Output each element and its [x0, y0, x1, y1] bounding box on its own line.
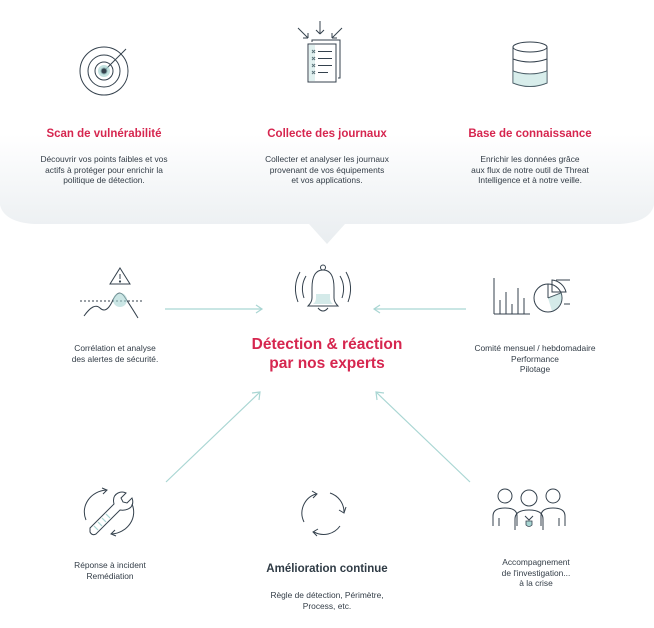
service-desc-scan: Découvrir vos points faibles et vos acti…: [40, 154, 168, 186]
alarm-bell-icon: [294, 264, 352, 320]
charts-icon: [492, 276, 572, 318]
cycle-arrows-icon: [296, 488, 350, 538]
bottom-center-title: Amélioration continue: [266, 563, 388, 575]
left-mid-desc: Corrélation et analyse des alertes de sé…: [71, 343, 159, 364]
service-title-collecte: Collecte des journaux: [267, 128, 387, 140]
team-icon: [492, 486, 566, 530]
service-title-scan: Scan de vulnérabilité: [46, 128, 162, 140]
center-title: Détection & réaction par nos experts: [251, 336, 403, 372]
alert-correlation-icon: [80, 266, 142, 322]
top-background-band: [0, 0, 654, 244]
wrench-cycle-icon: [76, 486, 142, 538]
database-icon: [510, 40, 550, 90]
radar-icon: [74, 40, 134, 100]
bottom-right-desc: Accompagnement de l'investigation... à l…: [501, 557, 571, 589]
arrow-bottom-left-to-center: [166, 392, 260, 482]
arrow-bottom-right-to-center: [376, 392, 470, 482]
bottom-center-desc: Règle de détection, Périmètre, Process, …: [270, 590, 384, 611]
bottom-left-desc: Réponse à incident Remédiation: [74, 560, 146, 581]
right-mid-desc: Comité mensuel / hebdomadaire Performanc…: [474, 343, 596, 375]
log-document-icon: [296, 20, 358, 86]
service-desc-collecte: Collecter et analyser les journaux prove…: [265, 154, 389, 186]
service-title-base: Base de connaissance: [468, 128, 592, 140]
service-desc-base: Enrichir les données grâce aux flux de n…: [471, 154, 589, 186]
